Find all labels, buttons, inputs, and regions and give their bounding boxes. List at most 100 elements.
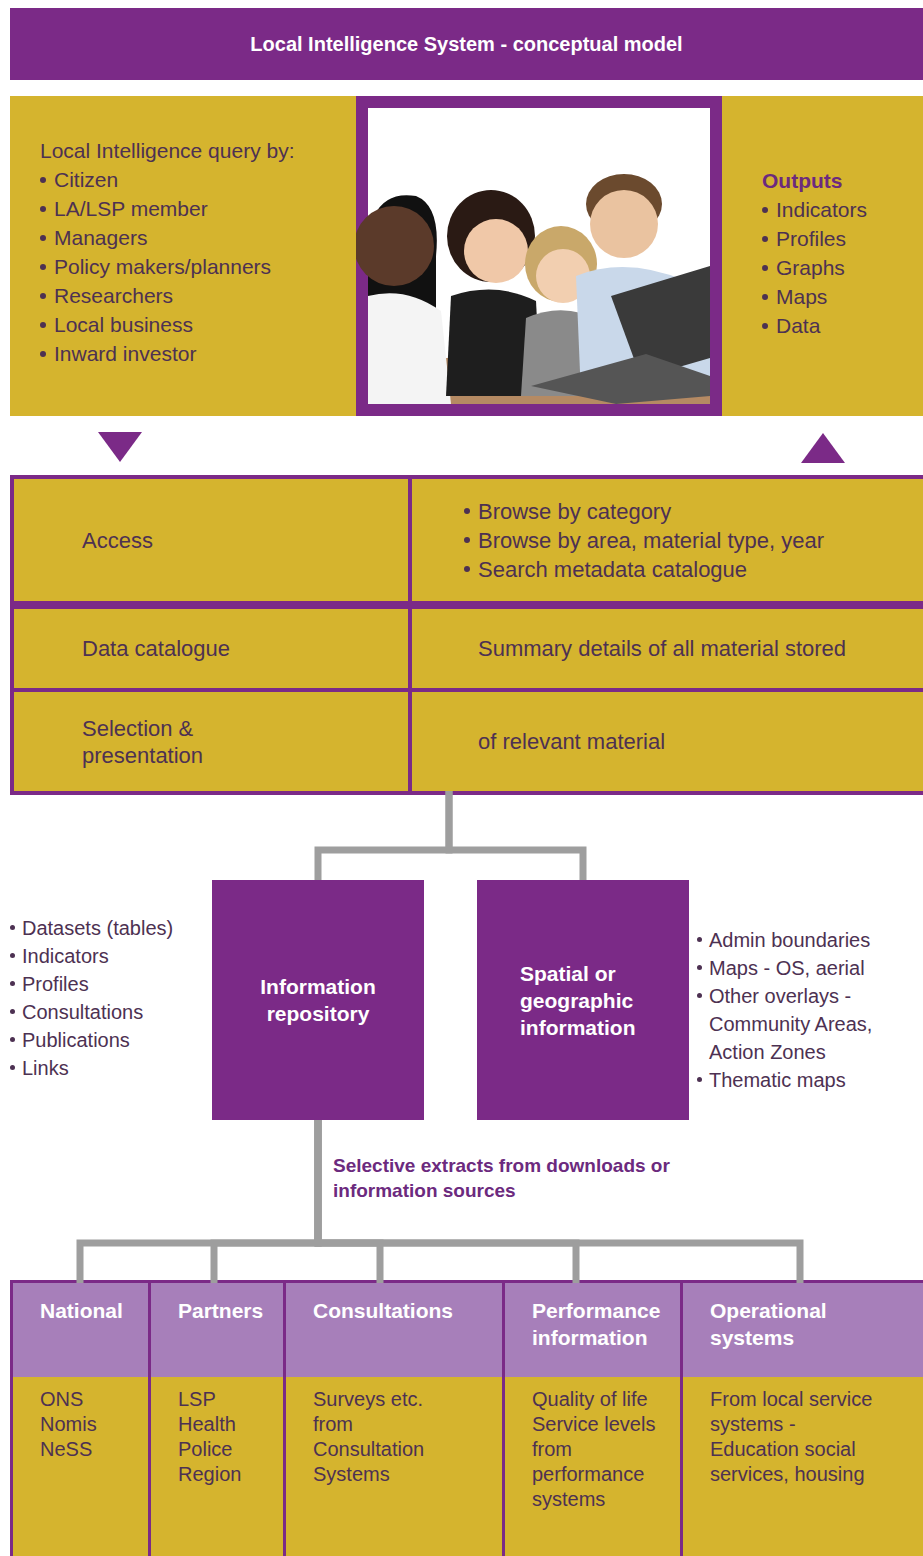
table-cell: Data catalogue: [14, 609, 408, 688]
table-cell: of relevant material: [412, 692, 923, 791]
list-item: Indicators: [776, 195, 867, 224]
bullet-item: Profiles: [10, 970, 205, 998]
column-body-band: LSP Health Police Region: [151, 1377, 283, 1556]
column-header-band: National: [13, 1283, 148, 1377]
column-body: LSP Health Police Region: [178, 1387, 241, 1487]
bullet-dot: [40, 235, 46, 241]
box-label: Information repository: [240, 973, 396, 1027]
column-body: Quality of life Service levels from perf…: [532, 1387, 672, 1512]
bullet-item: Publications: [10, 1026, 205, 1054]
column-header: Partners: [178, 1297, 275, 1324]
column-header-band: Performance information: [505, 1283, 680, 1377]
bullet-dot: [697, 1077, 702, 1082]
list-item: Maps: [776, 282, 827, 311]
bullet-item: Browse by category: [464, 497, 915, 526]
bullet-item: Profiles: [762, 224, 917, 253]
connector-line: [449, 791, 583, 880]
column-body-band: Surveys etc. from Consultation Systems: [286, 1377, 502, 1556]
table-cell: Browse by categoryBrowse by area, materi…: [412, 479, 923, 601]
list-item: Profiles: [776, 224, 846, 253]
bullet-dot: [40, 177, 46, 183]
bullet-dot: [697, 965, 702, 970]
flow-triangle: [98, 432, 142, 462]
cell-text: Selection & presentation: [82, 715, 232, 769]
flow-note: Selective extracts from downloads or inf…: [333, 1153, 713, 1203]
list-item: Inward investor: [54, 339, 196, 368]
bullet-item: Graphs: [762, 253, 917, 282]
bullet-item: Indicators: [762, 195, 917, 224]
bullet-dot: [10, 1009, 15, 1014]
bullet-item: Thematic maps: [697, 1066, 913, 1094]
side-list-item: Publications: [22, 1026, 130, 1054]
list-item: Browse by category: [478, 497, 671, 526]
side-list-item: Thematic maps: [709, 1066, 846, 1094]
bullet-dot: [697, 937, 702, 942]
side-list: Admin boundariesMaps - OS, aerialOther o…: [697, 926, 913, 1094]
side-list-item: Consultations: [22, 998, 143, 1026]
spatial-box: Spatial or geographic information: [477, 880, 689, 1120]
list-item: Graphs: [776, 253, 845, 282]
bullet-item: Managers: [40, 223, 346, 252]
bullet-item: LA/LSP member: [40, 194, 346, 223]
bullet-dot: [40, 351, 46, 357]
list-item: LA/LSP member: [54, 194, 208, 223]
side-list-item: Indicators: [22, 942, 109, 970]
diagram-title: Local Intelligence System - conceptual m…: [10, 8, 923, 80]
column-header-band: Partners: [151, 1283, 283, 1377]
bullet-dot: [464, 537, 470, 543]
bullet-item: Maps - OS, aerial: [697, 954, 913, 982]
list-item: Browse by area, material type, year: [478, 526, 824, 555]
cell-text: Summary details of all material stored: [478, 635, 846, 662]
bullet-item: Maps: [762, 282, 917, 311]
bullet-dot: [762, 294, 768, 300]
query-panel: Local Intelligence query by:CitizenLA/LS…: [10, 96, 356, 416]
connector-line: [318, 1120, 800, 1283]
list-item: Managers: [54, 223, 147, 252]
bullet-dot: [10, 1037, 15, 1042]
connector-line: [80, 1120, 318, 1283]
table-cell: Selection & presentation: [14, 692, 408, 791]
side-list: Datasets (tables)IndicatorsProfilesConsu…: [10, 914, 205, 1082]
side-list-item: Other overlays - Community Areas, Action…: [709, 982, 913, 1066]
bullet-dot: [464, 566, 470, 572]
list-item: Data: [776, 311, 820, 340]
bullet-item: Researchers: [40, 281, 346, 310]
list-item: Citizen: [54, 165, 118, 194]
bullet-dot: [40, 293, 46, 299]
table-cell: Access: [14, 479, 408, 601]
bullet-item: Citizen: [40, 165, 346, 194]
bullet-item: Links: [10, 1054, 205, 1082]
bullet-dot: [40, 322, 46, 328]
bullet-dot: [762, 207, 768, 213]
connector-line: [214, 1120, 318, 1283]
side-list-item: Admin boundaries: [709, 926, 870, 954]
box-label: Spatial or geographic information: [520, 960, 669, 1041]
column-body-band: Quality of life Service levels from perf…: [505, 1377, 680, 1556]
bullet-item: Search metadata catalogue: [464, 555, 915, 584]
bullet-item: Admin boundaries: [697, 926, 913, 954]
bullet-item: Indicators: [10, 942, 205, 970]
column-body-band: From local service systems - Education s…: [683, 1377, 923, 1556]
team-photo: [356, 96, 722, 416]
cell-text: of relevant material: [478, 728, 665, 755]
source-column: PartnersLSP Health Police Region: [151, 1283, 283, 1556]
list-item: Researchers: [54, 281, 173, 310]
bullet-dot: [762, 323, 768, 329]
bullet-item: Policy makers/planners: [40, 252, 346, 281]
source-column: Performance informationQuality of life S…: [505, 1283, 680, 1556]
bullet-item: Datasets (tables): [10, 914, 205, 942]
bullet-dot: [697, 993, 702, 998]
bullet-dot: [762, 265, 768, 271]
bullet-item: Data: [762, 311, 917, 340]
source-column: ConsultationsSurveys etc. from Consultat…: [286, 1283, 502, 1556]
side-list-item: Maps - OS, aerial: [709, 954, 865, 982]
column-header: Performance information: [532, 1297, 672, 1351]
connector-line: [318, 1120, 576, 1283]
bullet-item: Browse by area, material type, year: [464, 526, 915, 555]
column-header: Operational systems: [710, 1297, 840, 1351]
side-list-item: Datasets (tables): [22, 914, 173, 942]
list-item: Search metadata catalogue: [478, 555, 747, 584]
table-cell: Summary details of all material stored: [412, 609, 923, 688]
list-item: Local business: [54, 310, 193, 339]
